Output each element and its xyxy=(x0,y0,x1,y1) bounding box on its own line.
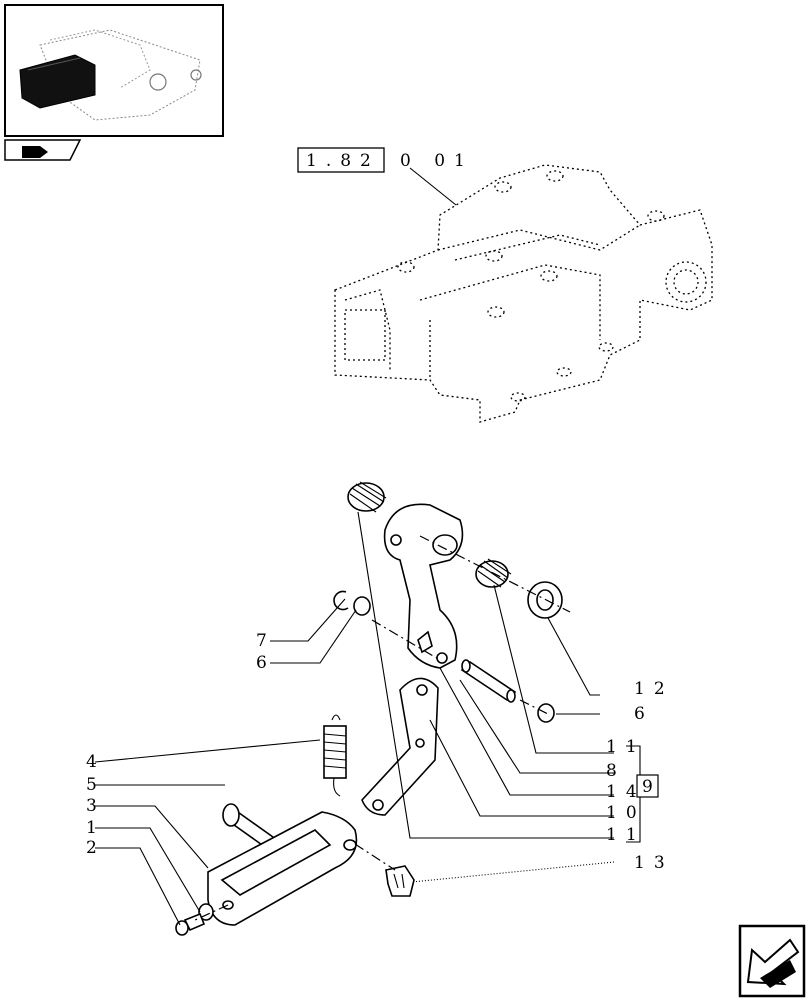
fork-bracket-3[interactable] xyxy=(207,811,358,926)
callout-9[interactable]: 9 xyxy=(642,777,662,797)
callout-12[interactable]: 12 xyxy=(634,679,674,699)
gear-11-right[interactable] xyxy=(475,558,512,588)
callout-10[interactable]: 10 xyxy=(606,803,646,823)
next-page-arrow-icon[interactable] xyxy=(738,924,806,998)
lever-arm[interactable] xyxy=(383,503,464,669)
gear-11-upper[interactable] xyxy=(347,481,387,513)
callout-7[interactable]: 7 xyxy=(256,631,276,651)
reference-box-text: 1.82 xyxy=(306,151,380,171)
callout-8[interactable]: 8 xyxy=(606,761,626,781)
link-plate[interactable] xyxy=(361,677,439,816)
reference-label-1-82[interactable]: 1.82 0 01 xyxy=(297,147,474,206)
callout-3[interactable]: 3 xyxy=(86,796,106,816)
callout-9-box[interactable] xyxy=(636,774,659,798)
spring-4[interactable] xyxy=(323,714,347,797)
leader-lines xyxy=(94,511,641,926)
callout-11-lower[interactable]: 11 xyxy=(606,825,646,845)
callout-6-left[interactable]: 6 xyxy=(256,653,276,673)
assembly-axis-lines xyxy=(194,535,571,921)
circlip-7[interactable] xyxy=(333,590,349,611)
lift-housing-outline xyxy=(334,164,713,423)
grease-nipple[interactable] xyxy=(175,903,214,936)
reference-suffix-text: 0 01 xyxy=(400,151,474,171)
callout-14[interactable]: 14 xyxy=(606,782,646,802)
callout-5[interactable]: 5 xyxy=(86,775,106,795)
callout-11-upper[interactable]: 11 xyxy=(606,737,646,757)
callout-6-right[interactable]: 6 xyxy=(634,704,654,724)
washer-6-left[interactable] xyxy=(353,596,371,616)
thumbnail-frame[interactable] xyxy=(4,4,224,137)
book-arrow-icon[interactable] xyxy=(4,139,82,161)
callout-13[interactable]: 13 xyxy=(634,853,674,873)
clip-13[interactable] xyxy=(385,865,415,897)
callout-2[interactable]: 2 xyxy=(86,838,106,858)
lift-housing-thumbnail-icon xyxy=(19,29,202,121)
pin-14[interactable] xyxy=(460,659,517,703)
callout-4[interactable]: 4 xyxy=(86,752,106,772)
callout-1[interactable]: 1 xyxy=(86,818,106,838)
callout-labels: 7 6 12 6 11 8 14 9 10 11 4 5 3 1 2 13 xyxy=(86,631,674,873)
